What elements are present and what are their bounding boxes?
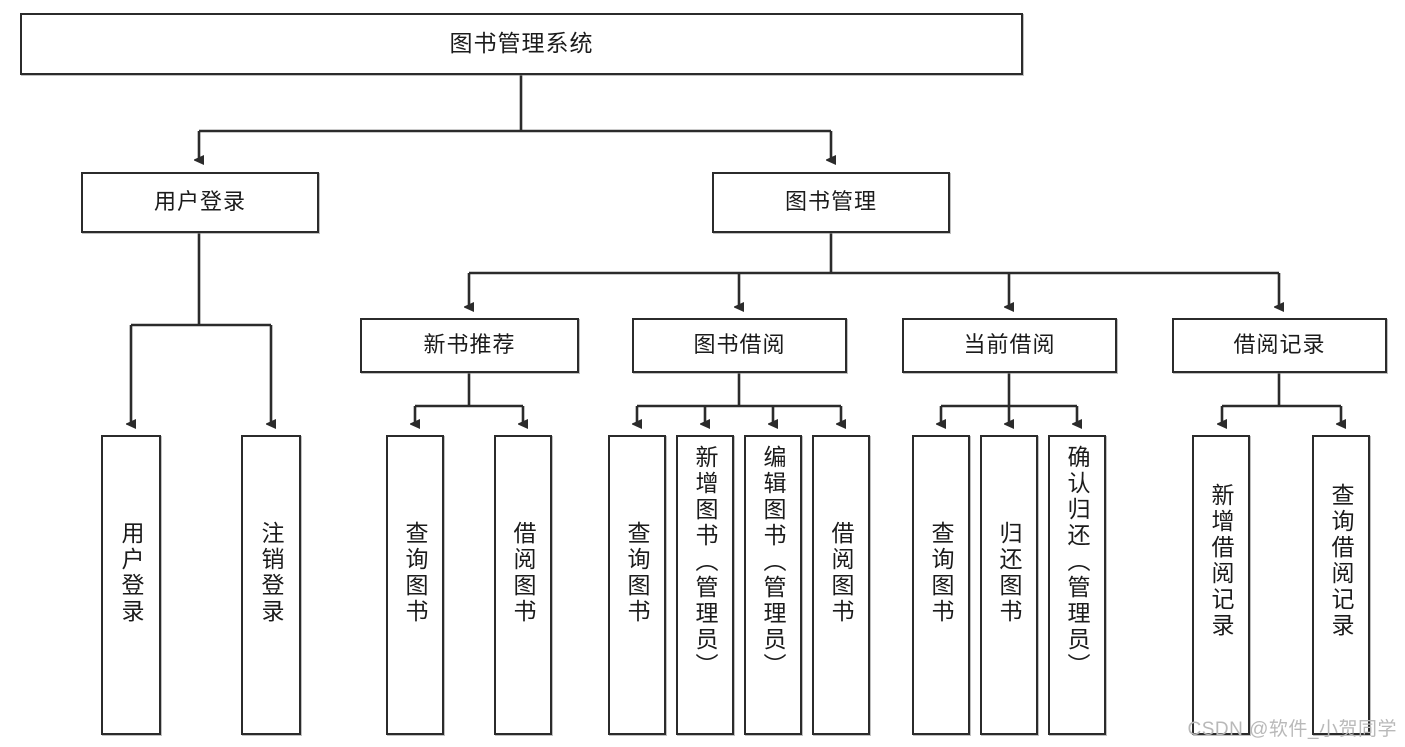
leaf-query-book-borrow[interactable]: 查询图书 xyxy=(608,435,666,735)
node-label: 查询图书 xyxy=(402,521,429,625)
leaf-edit-book-admin[interactable]: 编辑图书（管理员） xyxy=(744,435,802,735)
node-new-book-recommend[interactable]: 新书推荐 xyxy=(360,318,579,373)
leaf-query-book-recommend[interactable]: 查询图书 xyxy=(386,435,444,735)
leaf-query-book-current[interactable]: 查询图书 xyxy=(912,435,970,735)
node-label: 借阅图书 xyxy=(510,521,537,625)
leaf-confirm-return-admin[interactable]: 确认归还（管理员） xyxy=(1048,435,1106,735)
node-label: 编辑图书（管理员） xyxy=(760,445,787,679)
watermark-text: CSDN @软件_小贺同学 xyxy=(1187,719,1397,740)
node-label: 借阅图书 xyxy=(828,521,855,625)
node-label: 归还图书 xyxy=(996,521,1023,625)
node-label: 当前借阅 xyxy=(963,332,1056,358)
node-label: 查询图书 xyxy=(624,521,651,625)
node-label: 查询借阅记录 xyxy=(1328,483,1355,639)
node-book-management[interactable]: 图书管理 xyxy=(712,172,950,233)
node-user-login[interactable]: 用户登录 xyxy=(81,172,319,233)
node-label: 用户登录 xyxy=(118,521,145,625)
leaf-return-book[interactable]: 归还图书 xyxy=(980,435,1038,735)
leaf-logout[interactable]: 注销登录 xyxy=(241,435,301,735)
leaf-borrow-book-recommend[interactable]: 借阅图书 xyxy=(494,435,552,735)
node-label: 图书借阅 xyxy=(693,332,786,358)
node-book-borrow[interactable]: 图书借阅 xyxy=(632,318,847,373)
node-label: 新书推荐 xyxy=(423,332,516,358)
node-label: 用户登录 xyxy=(153,189,246,215)
leaf-borrow-book[interactable]: 借阅图书 xyxy=(812,435,870,735)
node-label: 新增图书（管理员） xyxy=(692,445,719,679)
node-root-system[interactable]: 图书管理系统 xyxy=(20,13,1023,75)
node-label: 新增借阅记录 xyxy=(1208,483,1235,639)
node-borrow-record[interactable]: 借阅记录 xyxy=(1172,318,1387,373)
node-label: 注销登录 xyxy=(258,521,285,625)
node-label: 查询图书 xyxy=(928,521,955,625)
leaf-query-borrow-record[interactable]: 查询借阅记录 xyxy=(1312,435,1370,735)
node-label: 确认归还（管理员） xyxy=(1064,445,1091,679)
node-label: 借阅记录 xyxy=(1233,332,1326,358)
node-label: 图书管理系统 xyxy=(449,30,594,57)
leaf-user-login[interactable]: 用户登录 xyxy=(101,435,161,735)
node-current-borrow[interactable]: 当前借阅 xyxy=(902,318,1117,373)
leaf-add-book-admin[interactable]: 新增图书（管理员） xyxy=(676,435,734,735)
leaf-add-borrow-record[interactable]: 新增借阅记录 xyxy=(1192,435,1250,735)
node-label: 图书管理 xyxy=(784,189,877,215)
